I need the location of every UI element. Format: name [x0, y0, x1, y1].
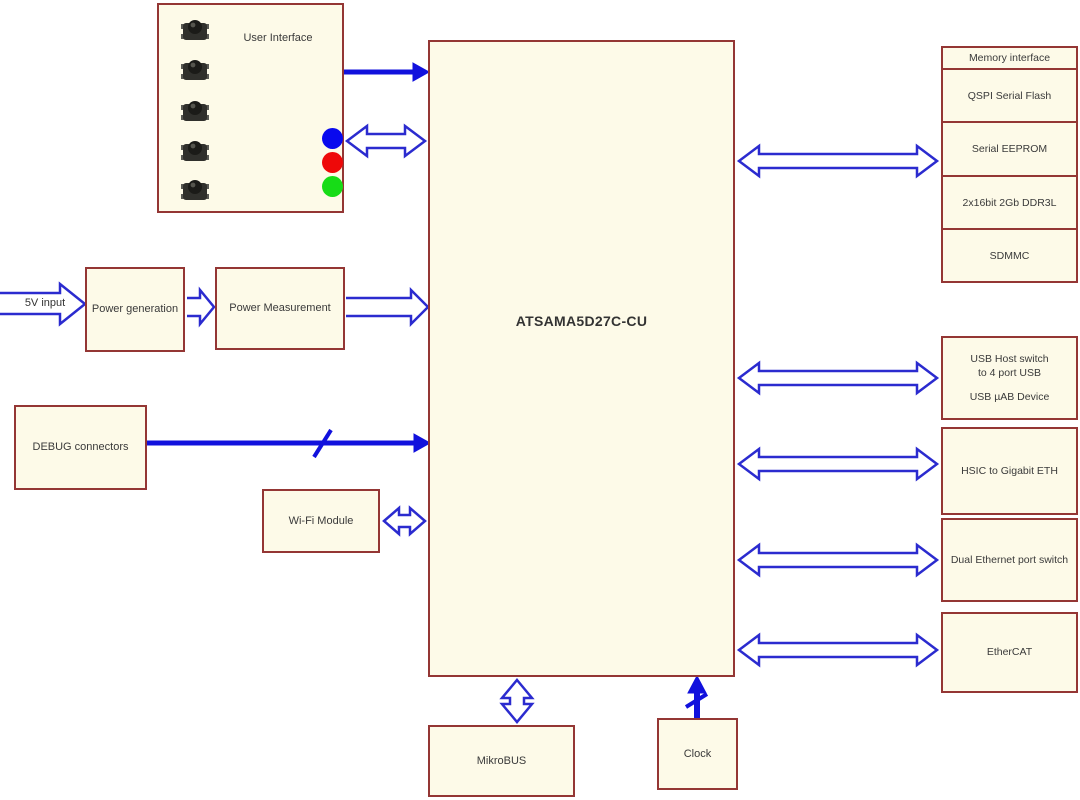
usb-line2: to 4 port USB	[977, 367, 1042, 380]
clock-box: Clock	[657, 718, 738, 790]
mikrobus-box: MikroBUS	[428, 725, 575, 797]
memory-cell-sdmmc: SDMMC	[941, 228, 1078, 283]
usb-line3: USB µAB Device	[969, 390, 1050, 403]
ethercat-label: EtherCAT	[986, 646, 1033, 659]
wifi-module-box: Wi-Fi Module	[262, 489, 380, 553]
arrow-chip-ethercat-bidir	[736, 632, 940, 668]
dual-ethernet-switch-box: Dual Ethernet port switch	[941, 518, 1078, 602]
power-generation-label: Power generation	[91, 303, 179, 316]
arrow-chip-hsic-bidir	[736, 446, 940, 482]
arrow-powergen-to-powermeas	[187, 286, 216, 328]
led-red-icon	[322, 152, 343, 173]
clock-label: Clock	[683, 747, 712, 760]
memory-cell-serial-eeprom: Serial EEPROM	[941, 121, 1078, 177]
arrow-chip-mikrobus-bidir	[499, 678, 535, 724]
arrow-ui-chip-bidir	[344, 123, 428, 159]
arrow-wifi-chip-bidir	[382, 505, 427, 537]
debug-connectors-box: DEBUG connectors	[14, 405, 147, 490]
push-button-icon	[181, 60, 209, 80]
arrow-chip-usb-bidir	[736, 360, 940, 396]
power-measurement-box: Power Measurement	[215, 267, 345, 350]
memory-cell-ddr3l: 2x16bit 2Gb DDR3L	[941, 175, 1078, 230]
usb-box: USB Host switch to 4 port USB USB µAB De…	[941, 336, 1078, 420]
power-generation-box: Power generation	[85, 267, 185, 352]
5v-input-label: 5V input	[24, 297, 66, 309]
hsic-label: HSIC to Gigabit ETH	[961, 464, 1058, 477]
user-interface-box: User Interface	[157, 3, 344, 213]
push-button-icon	[181, 141, 209, 161]
wifi-module-label: Wi-Fi Module	[288, 514, 354, 527]
led-blue-icon	[322, 128, 343, 149]
mpu-chip-label: ATSAMA5D27C-CU	[515, 313, 648, 329]
mpu-chip-box: ATSAMA5D27C-CU	[428, 40, 735, 677]
led-green-icon	[322, 176, 343, 197]
arrow-ui-to-chip-head	[412, 62, 431, 82]
debug-connectors-label: DEBUG connectors	[32, 441, 129, 454]
power-measurement-label: Power Measurement	[229, 302, 331, 315]
push-button-icon	[181, 20, 209, 40]
memory-interface-header: Memory interface	[941, 46, 1078, 70]
arrow-debug-to-chip-head	[413, 433, 432, 453]
memory-cell-qspi-serial-flash: QSPI Serial Flash	[941, 68, 1078, 123]
push-button-icon	[181, 180, 209, 200]
dual-ethernet-label: Dual Ethernet port switch	[950, 553, 1069, 566]
memory-interface-stack: Memory interface QSPI Serial Flash Seria…	[941, 46, 1078, 283]
arrow-chip-dual-ethernet-bidir	[736, 542, 940, 578]
debug-bus-slash	[312, 428, 333, 459]
arrow-chip-memory-bidir	[736, 143, 940, 179]
usb-line1: USB Host switch	[970, 353, 1049, 366]
push-button-icon	[181, 101, 209, 121]
user-interface-label: User Interface	[243, 32, 313, 44]
hsic-gigabit-eth-box: HSIC to Gigabit ETH	[941, 427, 1078, 515]
ethercat-box: EtherCAT	[941, 612, 1078, 693]
clock-bus-slash	[684, 692, 709, 709]
arrow-clock-to-chip-head	[687, 674, 707, 694]
mikrobus-label: MikroBUS	[476, 754, 527, 767]
